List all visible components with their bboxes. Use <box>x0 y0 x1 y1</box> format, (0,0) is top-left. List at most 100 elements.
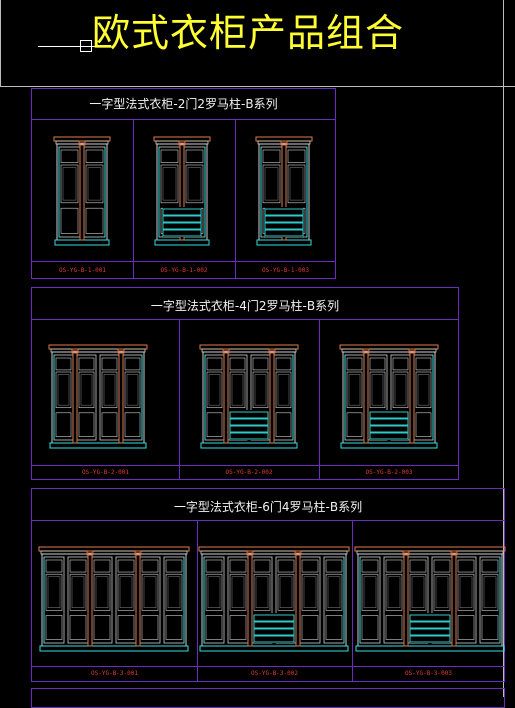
section-code-divider-3 <box>32 666 504 667</box>
drawer <box>162 215 202 223</box>
product-code: OS-YG-B-2-001 <box>82 469 129 476</box>
door-panel-middle <box>433 573 451 611</box>
drawer <box>229 418 269 426</box>
door-panel-middle <box>301 573 319 611</box>
door-panel-top <box>160 149 179 163</box>
drawer <box>253 614 295 622</box>
door-panel-bottom <box>481 615 499 640</box>
wardrobe-door <box>67 556 89 644</box>
door-panel-top <box>457 559 475 573</box>
product-code: OS-YG-B-2-002 <box>225 469 273 476</box>
door-raised-panel <box>264 167 279 201</box>
door-raised-panel <box>459 576 473 608</box>
door-panel-middle <box>141 573 159 611</box>
column-capital <box>268 348 276 354</box>
roman-column <box>403 552 409 647</box>
door-panel-bottom <box>415 412 432 437</box>
section-col-divider-1b <box>235 119 236 279</box>
door-panel-top <box>229 357 246 371</box>
door-raised-panel <box>80 374 93 406</box>
door-panel-middle <box>85 164 104 204</box>
section-title-divider-1 <box>32 119 335 120</box>
door-panel-middle <box>229 371 246 409</box>
door-raised-panel <box>231 576 245 608</box>
drawer <box>409 614 451 622</box>
door-panel-middle <box>457 573 475 611</box>
header-left-rule <box>0 0 1 86</box>
door-panel-bottom <box>206 412 223 437</box>
drawer <box>264 208 304 216</box>
door-panel-bottom <box>60 207 79 234</box>
wardrobe-door <box>204 354 225 441</box>
door-panel-bottom <box>346 412 363 437</box>
door-raised-panel <box>277 374 290 406</box>
door-panel-middle <box>60 164 79 204</box>
wardrobe-plinth <box>49 442 147 449</box>
column-capital <box>280 140 288 146</box>
section-title-3: 一字型法式衣柜-6门4罗马柱-B系列 <box>173 500 363 514</box>
door-panel-top <box>124 357 141 371</box>
wardrobe-plinth <box>154 239 210 246</box>
door-panel-top <box>205 559 223 573</box>
roman-column <box>118 350 124 444</box>
section-title-1: 一字型法式衣柜-2门2罗马柱-B系列 <box>89 97 278 111</box>
wardrobe-body <box>56 143 108 241</box>
door-panel-middle <box>415 371 432 409</box>
door-raised-panel <box>143 576 157 608</box>
product-code: OS-YG-B-3-001 <box>91 670 138 677</box>
column-capital <box>178 140 186 146</box>
roman-column <box>87 552 93 647</box>
drawer <box>253 621 295 629</box>
door-panel-middle <box>78 371 95 409</box>
door-panel-bottom <box>69 615 87 640</box>
door-panel-middle <box>409 573 427 611</box>
door-panel-top <box>206 357 223 371</box>
door-raised-panel <box>208 374 221 406</box>
door-raised-panel <box>207 576 221 608</box>
door-raised-panel <box>435 576 449 608</box>
door-panel-middle <box>69 573 87 611</box>
door-panel-middle <box>369 371 386 409</box>
door-panel-top <box>252 357 269 371</box>
wardrobe-plinth <box>54 239 110 246</box>
door-panel-top <box>45 559 63 573</box>
door-raised-panel <box>371 374 384 406</box>
wardrobe-door <box>139 556 161 644</box>
roman-column <box>223 350 229 444</box>
door-panel-bottom <box>301 615 319 640</box>
door-panel-bottom <box>229 615 247 640</box>
door-panel-bottom <box>165 615 183 640</box>
column-capital <box>402 550 410 556</box>
door-panel-top <box>141 559 159 573</box>
door-panel-top <box>117 559 135 573</box>
product-code: OS-YG-B-3-002 <box>251 670 298 677</box>
door-panel-top <box>185 149 204 163</box>
door-panel-middle <box>481 573 499 611</box>
wardrobe-door <box>76 354 97 441</box>
section-code-divider-1 <box>32 261 335 262</box>
door-panel-top <box>101 357 118 371</box>
column-capital <box>408 348 416 354</box>
door-panel-middle <box>385 573 403 611</box>
drawer <box>229 425 269 433</box>
section-col-divider-2a <box>179 319 180 480</box>
wardrobe-door <box>91 556 113 644</box>
door-panel-bottom <box>78 412 95 437</box>
door-panel-middle <box>45 573 63 611</box>
door-panel-middle <box>361 573 379 611</box>
door-panel-middle <box>165 573 183 611</box>
wardrobe-cornice <box>153 136 211 142</box>
door-raised-panel <box>71 576 85 608</box>
door-panel-top <box>415 357 432 371</box>
section-col-divider-3b <box>352 520 353 682</box>
door-panel-top <box>93 559 111 573</box>
door-panel-top <box>262 149 281 163</box>
column-capital <box>362 348 370 354</box>
door-raised-panel <box>231 374 244 406</box>
door-panel-bottom <box>55 412 72 437</box>
wardrobe-cornice <box>354 546 506 552</box>
drawer <box>264 229 304 237</box>
section-panel-2: 一字型法式衣柜-4门2罗马柱-B系列 OS-YG-B-2-001 OS-YG-B… <box>31 287 459 480</box>
door-raised-panel <box>327 576 341 608</box>
drawer <box>162 208 202 216</box>
